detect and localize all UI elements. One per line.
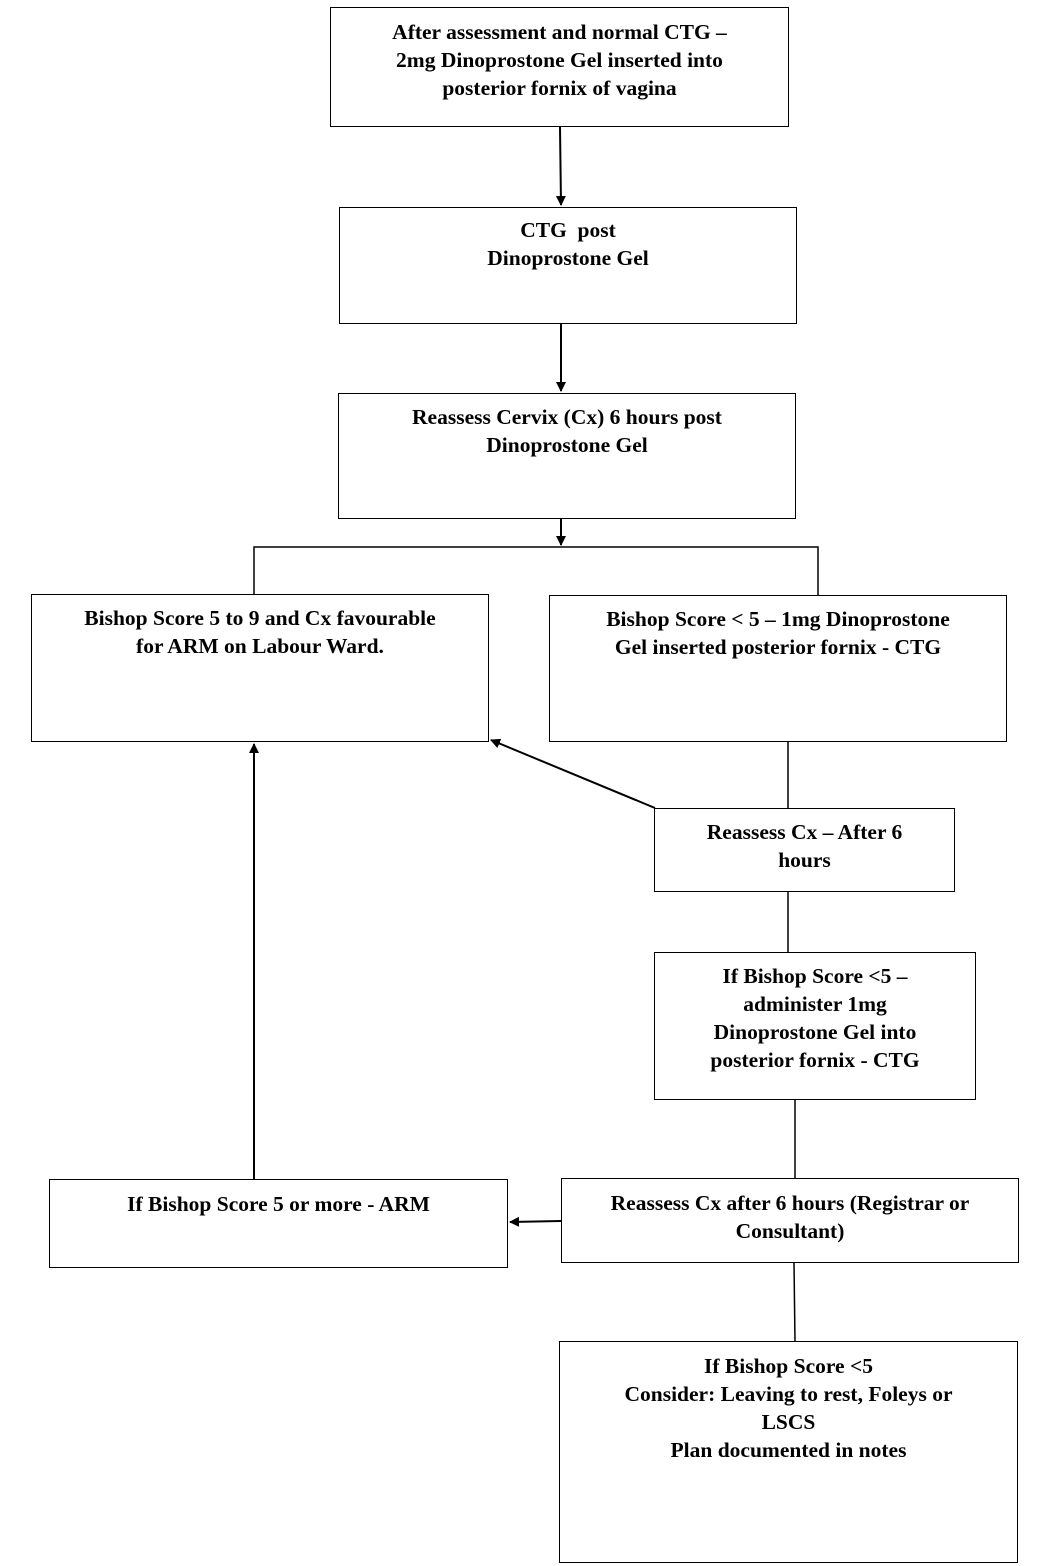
connector-senior-reassess-to-arm — [509, 1216, 562, 1227]
node-second-dose-line-2: administer 1mg — [743, 992, 887, 1016]
node-reassess-cervix-line-1: Reassess Cervix (Cx) 6 hours post — [412, 405, 722, 429]
node-arm: If Bishop Score 5 or more - ARM — [49, 1179, 508, 1268]
node-low-score-line-2: Gel inserted posterior fornix - CTG — [614, 635, 942, 659]
node-ctg-post-line-1: CTG post — [520, 218, 616, 242]
node-ctg-post-line-2: Dinoprostone Gel — [487, 246, 649, 270]
node-final-plan: If Bishop Score <5 Consider: Leaving to … — [559, 1341, 1018, 1563]
connector-senior-reassess-to-final — [793, 1262, 796, 1342]
connector-reassess-6h-to-favourable — [490, 738, 656, 809]
node-final-line-3: LSCS — [761, 1410, 816, 1434]
node-final-line-4: Plan documented in notes — [670, 1438, 907, 1462]
node-second-dose: If Bishop Score <5 – administer 1mg Dino… — [654, 952, 976, 1100]
connector-split-bar — [253, 546, 819, 595]
node-favourable-line-2: for ARM on Labour Ward. — [136, 634, 384, 658]
node-start-line-3: posterior fornix of vagina — [442, 76, 677, 100]
connector-start-to-ctg-post — [555, 126, 566, 206]
node-start-line-2: 2mg Dinoprostone Gel inserted into — [396, 48, 723, 72]
node-arm-line-1: If Bishop Score 5 or more - ARM — [127, 1192, 430, 1216]
node-reassess-cervix-line-2: Dinoprostone Gel — [486, 433, 648, 457]
node-senior-reassess: Reassess Cx after 6 hours (Registrar or … — [561, 1178, 1019, 1263]
node-low-bishop-score: Bishop Score < 5 – 1mg Dinoprostone Gel … — [549, 595, 1007, 742]
node-second-dose-line-3: Dinoprostone Gel into — [713, 1020, 917, 1044]
node-favourable-for-arm: Bishop Score 5 to 9 and Cx favourable fo… — [31, 594, 489, 742]
node-final-line-1: If Bishop Score <5 — [704, 1354, 873, 1378]
node-reassess-6h-line-2: hours — [778, 848, 831, 872]
node-reassess-after-6-hours: Reassess Cx – After 6 hours — [654, 808, 955, 892]
node-start-line-1: After assessment and normal CTG – — [392, 20, 727, 44]
node-low-score-line-1: Bishop Score < 5 – 1mg Dinoprostone — [606, 607, 950, 631]
node-final-line-2: Consider: Leaving to rest, Foleys or — [624, 1382, 953, 1406]
node-senior-reassess-line-1: Reassess Cx after 6 hours (Registrar or — [610, 1191, 970, 1215]
node-favourable-line-1: Bishop Score 5 to 9 and Cx favourable — [84, 606, 436, 630]
node-reassess-6h-line-1: Reassess Cx – After 6 — [706, 820, 903, 844]
node-second-dose-line-4: posterior fornix - CTG — [710, 1048, 920, 1072]
node-reassess-cervix: Reassess Cervix (Cx) 6 hours post Dinopr… — [338, 393, 796, 519]
node-start-gel-insertion: After assessment and normal CTG – 2mg Di… — [330, 7, 789, 127]
node-second-dose-line-1: If Bishop Score <5 – — [722, 964, 908, 988]
node-senior-reassess-line-2: Consultant) — [735, 1219, 845, 1243]
node-ctg-post-gel: CTG post Dinoprostone Gel — [339, 207, 797, 324]
